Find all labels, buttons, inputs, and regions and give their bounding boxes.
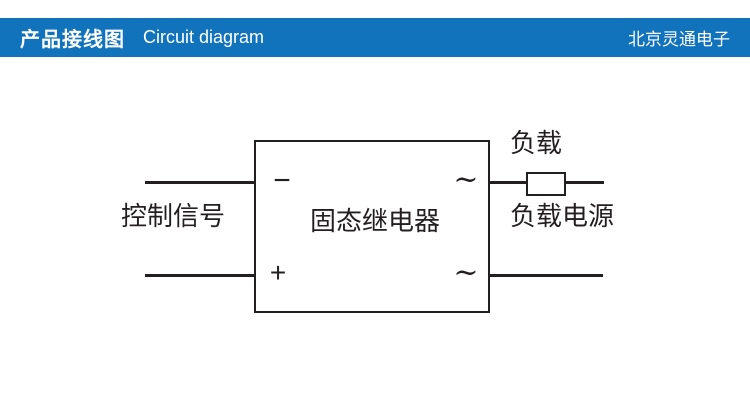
load-label: 负载 [510, 128, 563, 158]
relay-label: 固态继电器 [310, 206, 441, 236]
wire-load-right [564, 181, 604, 184]
wire-control-plus [145, 274, 254, 277]
terminal-ac-top: ~ [453, 162, 479, 197]
wire-load-left [488, 181, 528, 184]
page-title-zh: 产品接线图 [20, 29, 125, 51]
page-title-en: Circuit diagram [143, 27, 265, 47]
header-bar: 产品接线图 Circuit diagram 北京灵通电子 [0, 18, 750, 57]
load-resistor-symbol [526, 172, 566, 196]
wire-control-minus [145, 181, 254, 184]
company-name: 北京灵通电子 [628, 30, 730, 49]
wire-load-power [488, 274, 603, 277]
terminal-ac-bottom: ~ [453, 255, 479, 290]
control-signal-label: 控制信号 [121, 201, 226, 231]
solid-state-relay-box [254, 140, 490, 313]
terminal-minus: − [273, 164, 291, 197]
terminal-plus: + [269, 257, 287, 288]
load-power-label: 负载电源 [510, 201, 615, 231]
